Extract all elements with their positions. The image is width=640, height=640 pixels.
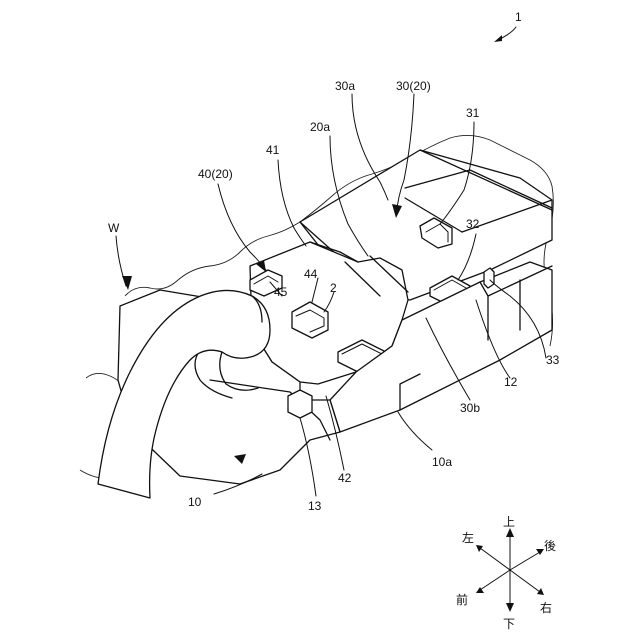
label-30b: 30b [460, 401, 480, 415]
label-41: 41 [266, 143, 280, 157]
label-10a: 10a [432, 455, 452, 469]
label-40-20: 40(20) [198, 167, 233, 181]
label-44: 44 [304, 267, 318, 281]
label-w: W [108, 221, 120, 235]
label-32: 32 [466, 217, 480, 231]
label-45: 45 [274, 285, 288, 299]
projection-33 [484, 268, 494, 288]
label-2: 2 [330, 281, 337, 295]
label-20a: 20a [310, 120, 330, 134]
label-31: 31 [466, 106, 480, 120]
label-33: 33 [546, 353, 560, 367]
label-10: 10 [188, 495, 202, 509]
label-30a: 30a [335, 79, 355, 93]
dir-front: 前 [456, 592, 468, 607]
dir-left: 左 [462, 530, 474, 545]
dir-back: 後 [544, 539, 556, 553]
figure-number: 1 [515, 10, 522, 24]
dir-right: 右 [540, 600, 552, 615]
label-12: 12 [504, 375, 518, 389]
label-30-20: 30(20) [396, 79, 431, 93]
dir-down: 下 [503, 617, 515, 631]
label-42: 42 [338, 471, 352, 485]
direction-indicator: 上 下 左 右 前 後 [456, 515, 556, 631]
tab-13 [288, 390, 312, 418]
label-13: 13 [308, 499, 322, 513]
dir-up: 上 [503, 515, 515, 529]
